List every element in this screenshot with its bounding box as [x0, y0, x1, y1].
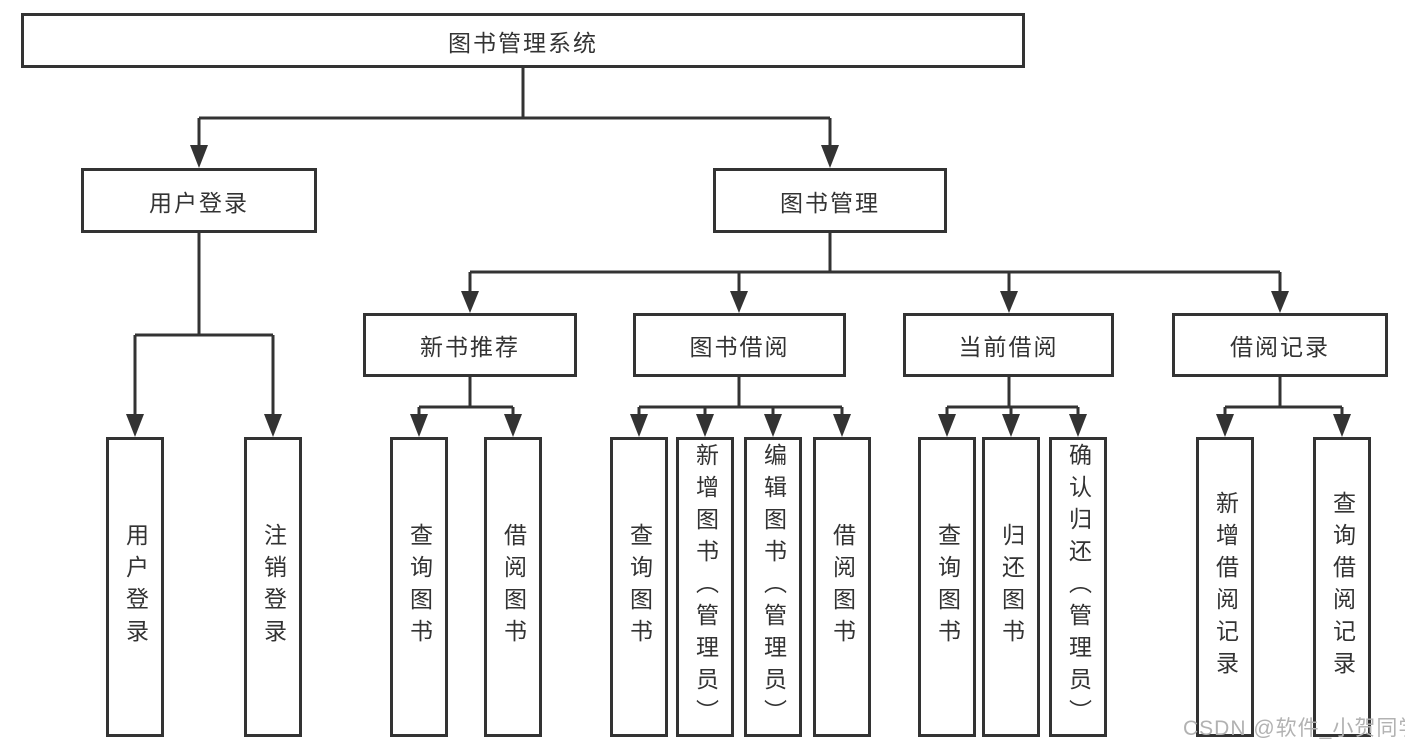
arrow-down-icon	[1069, 414, 1087, 437]
leaf-edit-book-admin-label: 编辑图书（管理员）	[760, 443, 787, 731]
arrow-down-icon	[1216, 414, 1234, 437]
node-root: 图书管理系统	[21, 13, 1025, 68]
leaf-query-books-recommend: 查询图书	[390, 437, 448, 737]
node-borrow-records: 借阅记录	[1172, 313, 1388, 377]
arrow-down-icon	[264, 414, 282, 437]
arrow-down-icon	[410, 414, 428, 437]
arrow-down-icon	[833, 414, 851, 437]
leaf-query-books-current: 查询图书	[918, 437, 976, 737]
node-book-borrow-label: 图书借阅	[689, 334, 790, 360]
leaf-borrow-books-recommend: 借阅图书	[484, 437, 542, 737]
node-new-book-recommend-label: 新书推荐	[420, 334, 520, 360]
node-user-login: 用户登录	[81, 168, 317, 233]
arrow-down-icon	[461, 291, 479, 313]
arrow-down-icon	[504, 414, 522, 437]
leaf-query-books-current-label: 查询图书	[934, 523, 961, 651]
leaf-add-book-admin-label: 新增图书（管理员）	[692, 443, 719, 731]
leaf-return-books: 归还图书	[982, 437, 1040, 737]
leaf-add-book-admin: 新增图书（管理员）	[676, 437, 734, 737]
leaf-add-borrow-record: 新增借阅记录	[1196, 437, 1254, 737]
node-borrow-records-label: 借阅记录	[1230, 334, 1330, 360]
leaf-logout-label: 注销登录	[260, 523, 287, 651]
leaf-add-borrow-record-label: 新增借阅记录	[1212, 491, 1239, 683]
arrow-down-icon	[630, 414, 648, 437]
leaf-borrow-books-label: 借阅图书	[829, 523, 856, 651]
node-user-login-label: 用户登录	[149, 189, 249, 216]
leaf-query-books-borrow: 查询图书	[610, 437, 668, 737]
leaf-confirm-return-admin-label: 确认归还（管理员）	[1065, 443, 1092, 731]
node-current-borrow-label: 当前借阅	[958, 334, 1059, 360]
arrow-down-icon	[730, 291, 748, 313]
node-root-label: 图书管理系统	[448, 29, 598, 56]
node-current-borrow: 当前借阅	[903, 313, 1114, 377]
leaf-user-login-label: 用户登录	[122, 523, 149, 651]
leaf-query-books-recommend-label: 查询图书	[406, 523, 433, 651]
leaf-query-borrow-record: 查询借阅记录	[1313, 437, 1371, 737]
node-book-management-label: 图书管理	[780, 189, 880, 216]
arrow-down-icon	[1333, 414, 1351, 437]
leaf-edit-book-admin: 编辑图书（管理员）	[744, 437, 802, 737]
leaf-confirm-return-admin: 确认归还（管理员）	[1049, 437, 1107, 737]
arrow-down-icon	[696, 414, 714, 437]
leaf-query-borrow-record-label: 查询借阅记录	[1329, 491, 1356, 683]
arrow-down-icon	[1002, 414, 1020, 437]
node-book-borrow: 图书借阅	[633, 313, 846, 377]
arrow-down-icon	[190, 145, 208, 168]
leaf-logout: 注销登录	[244, 437, 302, 737]
leaf-borrow-books-recommend-label: 借阅图书	[500, 523, 527, 651]
arrow-down-icon	[126, 414, 144, 437]
arrow-down-icon	[1271, 291, 1289, 313]
csdn-watermark: CSDN @软件_小贺同学	[1183, 717, 1405, 740]
arrow-down-icon	[821, 145, 839, 168]
leaf-return-books-label: 归还图书	[998, 523, 1025, 651]
leaf-borrow-books: 借阅图书	[813, 437, 871, 737]
arrow-down-icon	[938, 414, 956, 437]
node-book-management: 图书管理	[713, 168, 947, 233]
leaf-query-books-borrow-label: 查询图书	[626, 523, 653, 651]
leaf-user-login: 用户登录	[106, 437, 164, 737]
node-new-book-recommend: 新书推荐	[363, 313, 577, 377]
arrow-down-icon	[764, 414, 782, 437]
arrow-down-icon	[1000, 291, 1018, 313]
